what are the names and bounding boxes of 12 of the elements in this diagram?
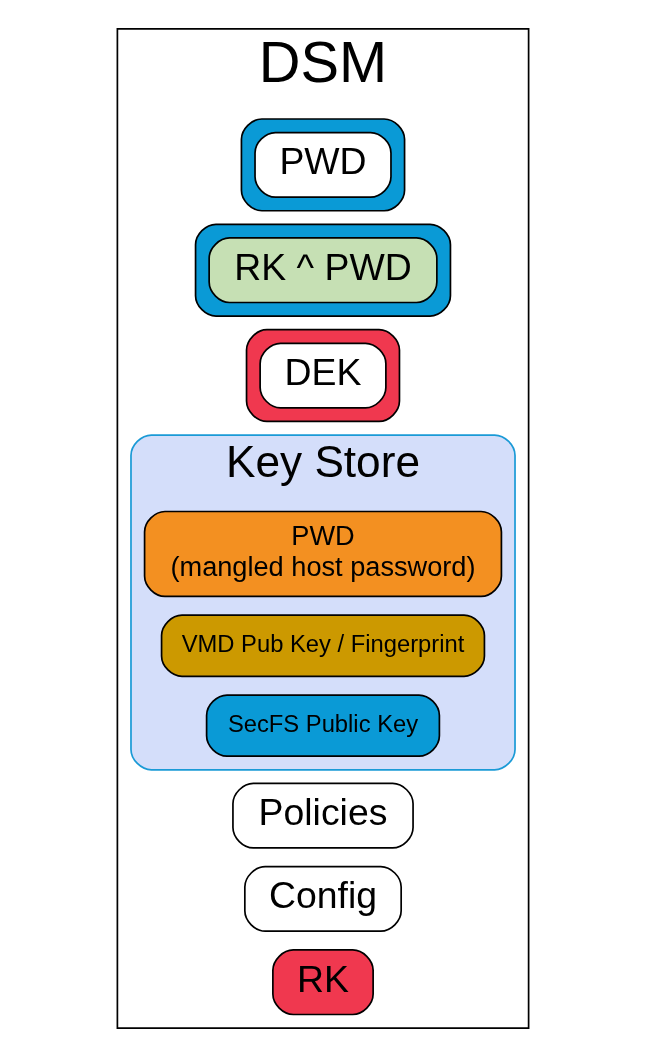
node-box: Config bbox=[244, 865, 403, 933]
node-box: PWD (mangled host password) bbox=[143, 510, 503, 598]
cluster bbox=[194, 223, 452, 317]
node-box: DEK bbox=[259, 342, 387, 409]
cluster bbox=[240, 118, 406, 212]
node-box: RK ^ PWD bbox=[208, 237, 438, 304]
node-box: PWD bbox=[254, 131, 392, 198]
node-box: VMD Pub Key / Fingerprint bbox=[160, 614, 486, 678]
cluster bbox=[245, 328, 401, 423]
node-box: Policies bbox=[232, 782, 414, 849]
node-box: SecFS Public Key bbox=[205, 694, 441, 758]
node-box: RK bbox=[272, 949, 374, 1016]
